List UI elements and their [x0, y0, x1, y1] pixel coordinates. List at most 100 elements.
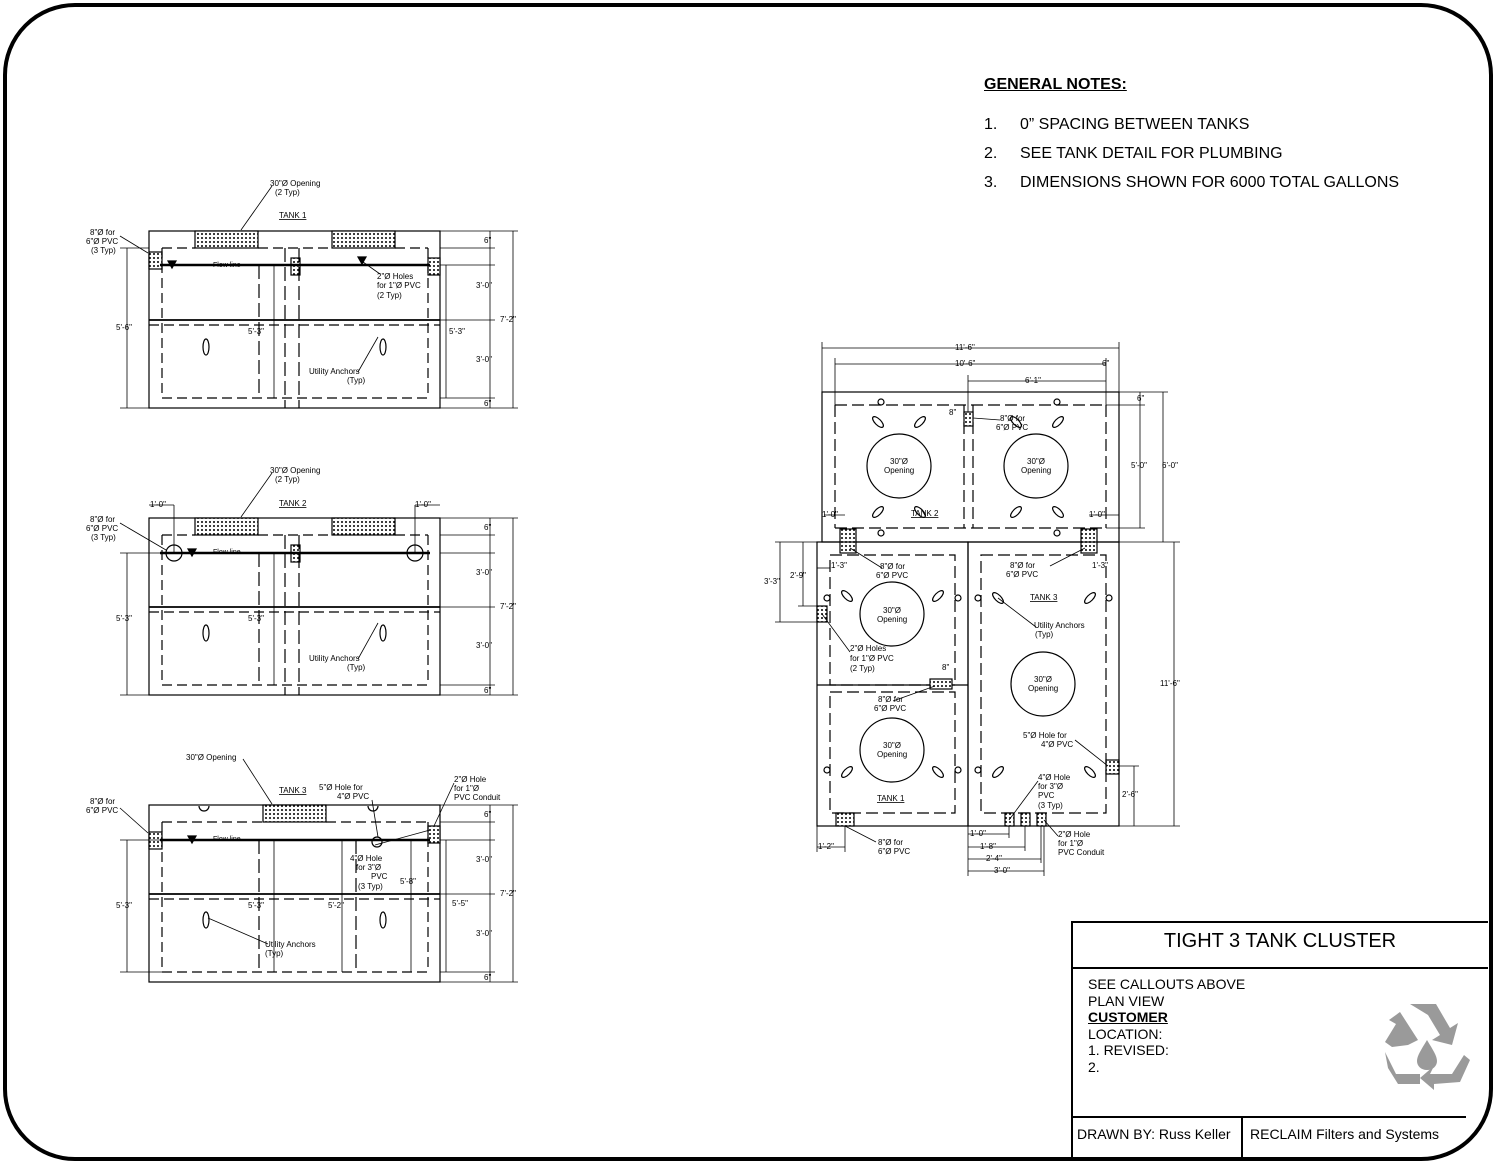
- plan-dim-tank2-8in: 8": [949, 408, 956, 417]
- tank3-hole4-label-3: PVC: [371, 872, 388, 881]
- tank3-dim-mid2: 5'-2": [328, 901, 344, 910]
- tank1-anchors-label-2: (Typ): [347, 376, 366, 385]
- tank3-hole2-label-2: for 1"Ø: [454, 784, 479, 793]
- tank1-dim-top: 3'-0": [476, 281, 492, 290]
- tank1-elevation: [119, 185, 518, 409]
- plan-tank2-offset-left: 1'-0": [822, 510, 838, 519]
- tank3-inlet-label-1: 8"Ø for: [90, 797, 115, 806]
- title-block: [1071, 921, 1488, 1159]
- tank2-dim-bottom: 3'-0": [476, 641, 492, 650]
- tank1-dim-6-bottom: 6": [484, 399, 491, 408]
- plan-dim-tank2-6in: 6": [1137, 394, 1144, 403]
- tb-revised-1: 1. REVISED:: [1088, 1042, 1169, 1059]
- tank3-opening-label: 30"Ø Opening: [186, 753, 236, 762]
- plan-t3-hole5-2: 4"Ø PVC: [1041, 740, 1073, 749]
- plan-t1-holes-2: for 1"Ø PVC: [850, 654, 894, 663]
- plan-t1-dim-c: 3'-3": [764, 577, 780, 586]
- tb-line-plan-view: PLAN VIEW: [1088, 992, 1165, 1009]
- plan-t3-hole2-3: PVC Conduit: [1058, 848, 1105, 857]
- tank1-opening-right: [331, 230, 396, 249]
- tank2-dim-left: 5'-3": [116, 614, 132, 623]
- tank3-anchors-label-2: (Typ): [265, 949, 284, 958]
- tb-company: RECLAIM Filters and Systems: [1250, 1126, 1440, 1142]
- plan-t1-opening-a-1: 30"Ø: [883, 606, 901, 615]
- plan-tank2-inlet-1: 8"Ø for: [1000, 414, 1025, 423]
- plan-t3-opening-1: 30"Ø: [1034, 675, 1052, 684]
- plan-dim-bottom-18: 1'-8": [980, 842, 996, 851]
- plan-t3-opening-2: Opening: [1028, 684, 1058, 693]
- plan-t1-dim-b: 2'-9": [790, 571, 806, 580]
- plan-t1-label: TANK 1: [877, 794, 905, 803]
- tank3-flow-line-label: Flow line: [213, 836, 241, 843]
- tank2-inlet-label-3: (3 Typ): [91, 533, 116, 542]
- tank2-dim-total: 7'-2": [500, 602, 516, 611]
- plan-t3-hole2-1: 2"Ø Hole: [1058, 830, 1091, 839]
- plan-t3-hole4-2: for 3"Ø: [1038, 782, 1063, 791]
- plan-t3-hole5-1: 5"Ø Hole for: [1023, 731, 1067, 740]
- tank3-hole2-label-3: PVC Conduit: [454, 793, 501, 802]
- tank2-inlet-label-1: 8"Ø for: [90, 515, 115, 524]
- tank3-anchors-label-1: Utility Anchors: [265, 940, 316, 949]
- tank3-dim-left: 5'-3": [116, 901, 132, 910]
- plan-t3-label: TANK 3: [1030, 593, 1058, 602]
- note-number: 1.: [984, 116, 998, 133]
- tank1-holes-label-1: 2"Ø Holes: [377, 272, 413, 281]
- plan-t1-holes-3: (2 Typ): [850, 664, 875, 673]
- tank1-inlet-label-1: 8"Ø for: [90, 228, 115, 237]
- plan-t1-mid-2: 6"Ø PVC: [874, 704, 906, 713]
- plan-dim-width-2: 10'-6": [955, 359, 976, 368]
- plan-t3-hole2-2: for 1"Ø: [1058, 839, 1083, 848]
- plan-dim-width-6: 6": [1102, 359, 1109, 368]
- tank1-dim-total: 7'-2": [500, 315, 516, 324]
- note-number: 2.: [984, 145, 998, 162]
- plan-t1-holes-1: 2"Ø Holes: [850, 644, 886, 653]
- plan-t1-bottom-inlet-1: 8"Ø for: [878, 838, 903, 847]
- tank2-elevation: [119, 472, 518, 696]
- tb-drawn-by: DRAWN BY: Russ Keller: [1077, 1126, 1231, 1142]
- plan-t3-hole4-3: PVC: [1038, 791, 1055, 800]
- tank2-inlet-label-2: 6"Ø PVC: [86, 524, 118, 533]
- plan-dim-half: 6'-1": [1025, 376, 1041, 385]
- tb-revised-2: 2.: [1088, 1058, 1100, 1075]
- tank2-flow-line-label: Flow line: [213, 549, 241, 556]
- tank2-label: TANK 2: [279, 499, 307, 508]
- tank1-label: TANK 1: [279, 211, 307, 220]
- plan-dim-tank2-5: 5'-0": [1131, 461, 1147, 470]
- plan-t1-mid-1: 8"Ø for: [878, 695, 903, 704]
- tank3-label: TANK 3: [279, 786, 307, 795]
- tank3-dim-total: 7'-2": [500, 889, 516, 898]
- tank2-offset-left: 1'-0": [150, 500, 166, 509]
- tank2-dim-6-top: 6": [484, 523, 491, 532]
- tank3-opening: [262, 804, 327, 823]
- tank3-hole4-label-2: for 3"Ø: [356, 863, 381, 872]
- plan-t3-hole4-4: (3 Typ): [1038, 801, 1063, 810]
- tb-line-callouts: SEE CALLOUTS ABOVE: [1088, 976, 1246, 992]
- tank1-dim-mid: 5'-3": [248, 327, 264, 336]
- note-item: 2. SEE TANK DETAIL FOR PLUMBING: [984, 145, 1464, 163]
- plan-t1-opening-b-2: Opening: [877, 750, 907, 759]
- general-notes-heading: GENERAL NOTES:: [984, 76, 1127, 93]
- tank3-dim-bottom: 3'-0": [476, 929, 492, 938]
- plan-t1-dim-bottom: 1'-2": [818, 842, 834, 851]
- note-item: 3.DIMENSIONS SHOWN FOR 6000 TOTAL GALLON…: [984, 174, 1464, 192]
- tank3-dim-top: 3'-0": [476, 855, 492, 864]
- tank3-dim-6-bottom: 6": [484, 973, 491, 982]
- tank3-dim-right: 5'-5": [452, 899, 468, 908]
- note-number: 3.: [984, 174, 998, 191]
- tank3-dim-mid: 5'-3": [248, 901, 264, 910]
- tank1-holes-label-3: (2 Typ): [377, 291, 402, 300]
- tank1-dim-6-top: 6": [484, 236, 491, 245]
- plan-view: [775, 342, 1180, 876]
- plan-dim-overall-width: 11'-6": [955, 343, 975, 352]
- tank2-dim-mid: 5'-3": [248, 614, 264, 623]
- plan-t1-inlet-1: 8"Ø for: [880, 562, 905, 571]
- tank3-dim-6-top: 6": [484, 810, 491, 819]
- plan-t2-opening-b-2: Opening: [1021, 466, 1051, 475]
- tank3-hole2-label-1: 2"Ø Hole: [454, 775, 487, 784]
- tank3-hole4-label-1: 4"Ø Hole: [350, 854, 383, 863]
- note-text: SEE TANK DETAIL FOR PLUMBING: [1020, 145, 1283, 162]
- plan-dim-bottom-24: 2'-4": [986, 854, 1002, 863]
- tb-customer: CUSTOMER: [1088, 1009, 1168, 1026]
- plan-t1-opening-b-1: 30"Ø: [883, 741, 901, 750]
